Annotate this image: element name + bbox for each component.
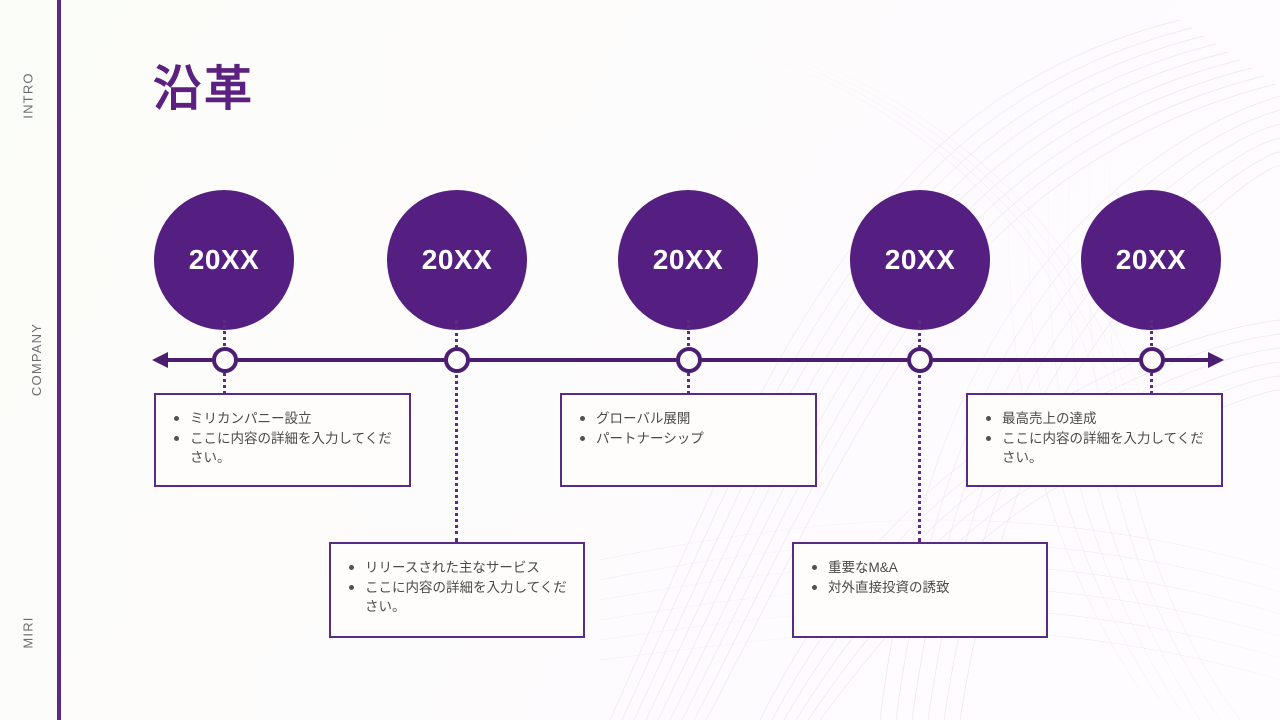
axis-marker-3[interactable]: [676, 347, 702, 373]
milestone-list: 重要なM&A 対外直接投資の誘致: [808, 558, 1030, 597]
axis-marker-2[interactable]: [444, 347, 470, 373]
sidebar-item-label: MIRI: [21, 616, 36, 649]
year-label: 20XX: [1115, 244, 1187, 275]
axis-marker-1[interactable]: [212, 347, 238, 373]
list-item: ミリカンパニー設立: [170, 409, 393, 428]
year-circle-5[interactable]: 20XX: [1081, 190, 1221, 330]
list-item: ここに内容の詳細を入力してください。: [170, 429, 393, 467]
node-connector-2: [455, 320, 458, 542]
year-label: 20XX: [652, 244, 724, 275]
year-label: 20XX: [884, 244, 956, 275]
year-circle-2[interactable]: 20XX: [387, 190, 527, 330]
sidebar-rail-line: [57, 0, 61, 720]
list-item: ここに内容の詳細を入力してください。: [982, 429, 1205, 467]
sidebar-item-miri[interactable]: MIRI: [0, 616, 57, 648]
milestone-box-1: ミリカンパニー設立 ここに内容の詳細を入力してください。: [154, 393, 411, 487]
sidebar-item-label: COMPANY: [29, 322, 45, 397]
list-item: 対外直接投資の誘致: [808, 578, 1030, 597]
sidebar-item-label: INTRO: [20, 72, 36, 119]
arrow-left-icon: [152, 352, 168, 368]
arrow-right-icon: [1208, 352, 1224, 368]
list-item: 重要なM&A: [808, 558, 1030, 577]
year-label: 20XX: [421, 244, 493, 275]
axis-marker-4[interactable]: [907, 347, 933, 373]
page-title: 沿革: [153, 63, 256, 116]
list-item: 最高売上の達成: [982, 409, 1205, 428]
milestone-list: 最高売上の達成 ここに内容の詳細を入力してください。: [982, 409, 1205, 467]
year-circle-3[interactable]: 20XX: [618, 190, 758, 330]
sidebar-item-company[interactable]: COMPANY: [0, 323, 57, 396]
year-circle-1[interactable]: 20XX: [154, 190, 294, 330]
year-label: 20XX: [188, 244, 260, 275]
milestone-box-4: 重要なM&A 対外直接投資の誘致: [792, 542, 1048, 638]
list-item: リリースされた主なサービス: [345, 558, 567, 577]
list-item: ここに内容の詳細を入力してください。: [345, 578, 567, 616]
milestone-list: ミリカンパニー設立 ここに内容の詳細を入力してください。: [170, 409, 393, 467]
milestone-list: グローバル展開 パートナーシップ: [576, 409, 799, 448]
milestone-box-5: 最高売上の達成 ここに内容の詳細を入力してください。: [966, 393, 1223, 487]
list-item: グローバル展開: [576, 409, 799, 428]
milestone-list: リリースされた主なサービス ここに内容の詳細を入力してください。: [345, 558, 567, 616]
list-item: パートナーシップ: [576, 429, 799, 448]
sidebar-item-intro[interactable]: INTRO: [0, 72, 57, 118]
sidebar-nav: INTRO COMPANY MIRI: [0, 0, 57, 720]
axis-marker-5[interactable]: [1139, 347, 1165, 373]
milestone-box-2: リリースされた主なサービス ここに内容の詳細を入力してください。: [329, 542, 585, 638]
milestone-box-3: グローバル展開 パートナーシップ: [560, 393, 817, 487]
year-circle-4[interactable]: 20XX: [850, 190, 990, 330]
